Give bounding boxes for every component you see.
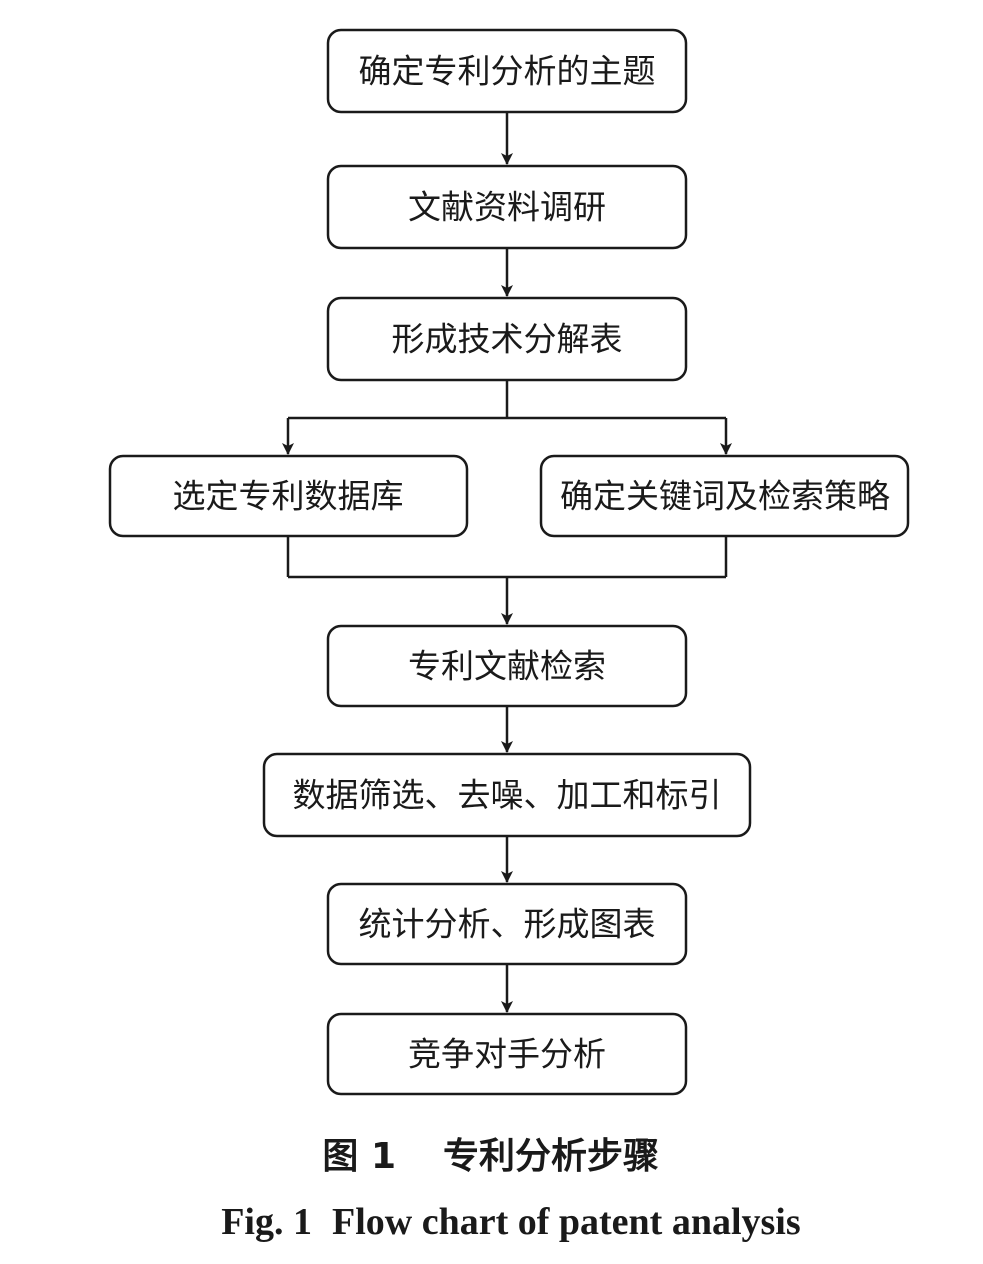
figure-caption: 图 1 专利分析步骤 Fig. 1 Flow chart of patent a… [221, 1136, 800, 1243]
caption-en-title: Flow chart of patent analysis [332, 1201, 801, 1243]
node-label: 数据筛选、去噪、加工和标引 [293, 776, 722, 815]
node-label: 选定专利数据库 [173, 477, 404, 516]
node-label: 确定关键词及检索策略 [560, 477, 890, 516]
node-label: 专利文献检索 [408, 647, 606, 686]
caption-cn-number: 图 1 [322, 1136, 396, 1177]
node-determine-topic: 确定专利分析的主题 [326, 28, 688, 114]
node-label: 形成技术分解表 [392, 320, 623, 359]
node-patent-retrieval: 专利文献检索 [326, 624, 688, 708]
node-tech-decomposition: 形成技术分解表 [326, 296, 688, 382]
node-label: 文献资料调研 [408, 188, 606, 227]
node-select-database: 选定专利数据库 [108, 454, 469, 538]
node-competitor-analysis: 竞争对手分析 [326, 1012, 688, 1096]
node-label: 统计分析、形成图表 [359, 905, 656, 944]
node-literature-research: 文献资料调研 [326, 164, 688, 250]
node-statistical-analysis: 统计分析、形成图表 [326, 882, 688, 966]
caption-cn-title: 专利分析步骤 [443, 1136, 659, 1177]
edges [282, 112, 732, 1013]
node-label: 竞争对手分析 [408, 1035, 606, 1074]
node-label: 确定专利分析的主题 [359, 52, 656, 91]
node-keywords-strategy: 确定关键词及检索策略 [539, 454, 910, 538]
node-data-processing: 数据筛选、去噪、加工和标引 [262, 752, 752, 838]
caption-en-number: Fig. 1 [221, 1201, 312, 1243]
